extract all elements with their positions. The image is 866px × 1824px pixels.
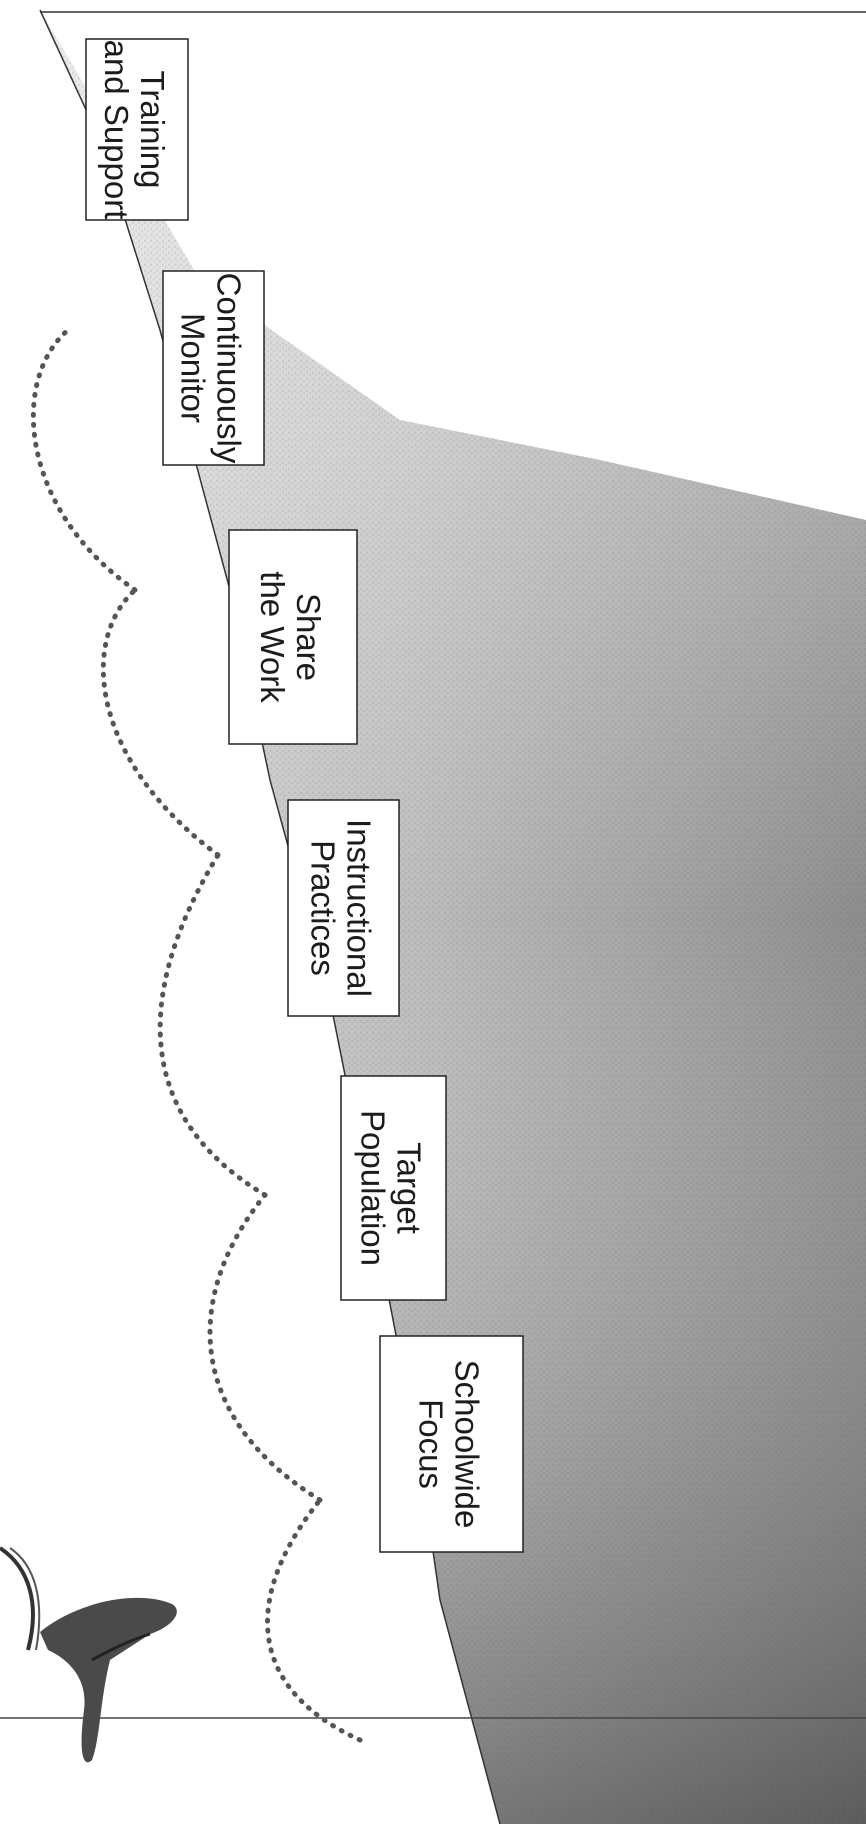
step-box-schoolwide-focus: Schoolwide Focus xyxy=(380,1336,523,1552)
step-label-target-population-line1: Target xyxy=(391,1142,428,1234)
step-label-continuously-monitor-line1: Continuously xyxy=(211,273,248,464)
step-label-schoolwide-focus-line2: Focus xyxy=(413,1399,450,1489)
step-label-share-the-work-line2: the Work xyxy=(254,571,291,703)
step-box-instructional-practices: Instructional Practices xyxy=(288,800,399,1016)
step-label-share-the-work-line1: Share xyxy=(290,593,327,681)
step-label-training-and-support-line1: Training xyxy=(134,71,171,189)
step-label-continuously-monitor-line2: Monitor xyxy=(175,313,212,423)
step-label-instructional-practices-line1: Instructional xyxy=(341,819,378,997)
step-label-training-and-support-line2: and Support xyxy=(98,40,135,220)
step-label-schoolwide-focus-line1: Schoolwide xyxy=(449,1360,486,1529)
step-box-share-the-work: Share the Work xyxy=(229,530,357,744)
step-box-target-population: Target Population xyxy=(341,1076,446,1300)
step-box-training-and-support: Training and Support xyxy=(86,39,188,220)
step-box-continuously-monitor: Continuously Monitor xyxy=(163,271,264,465)
step-label-target-population-line2: Population xyxy=(355,1110,392,1266)
step-label-instructional-practices-line2: Practices xyxy=(305,840,342,976)
